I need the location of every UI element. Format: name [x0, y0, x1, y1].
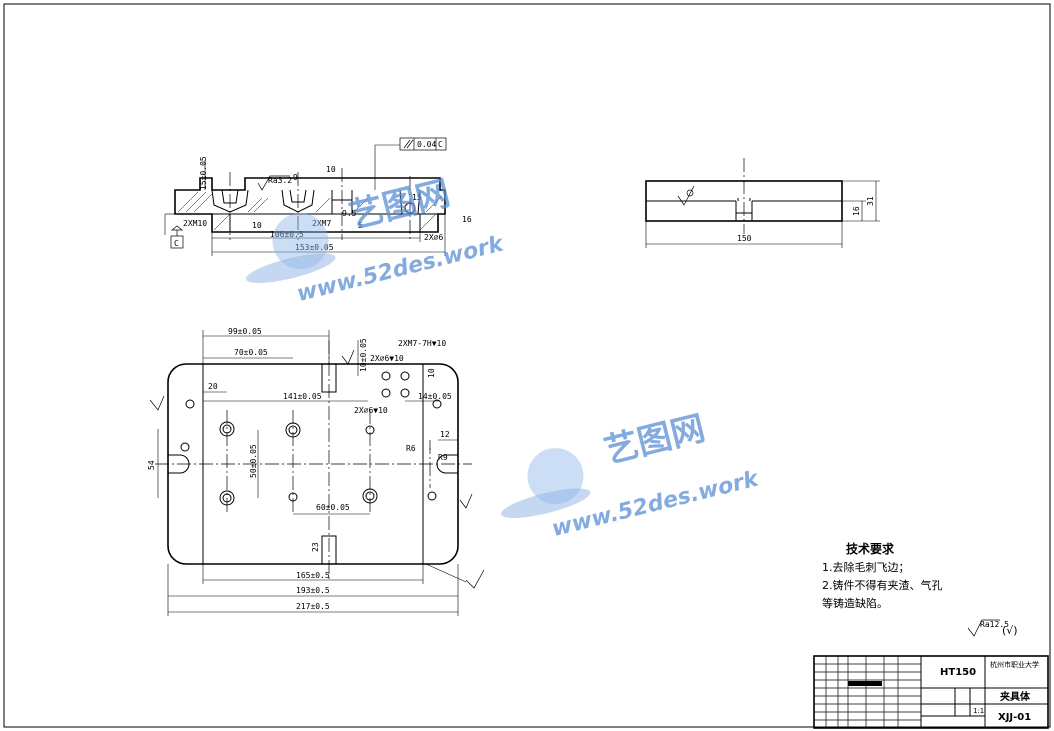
dim-side-16: 16 [852, 206, 861, 216]
dim-top-165: 165±0.5 [296, 571, 330, 580]
callout-2xo6: 2X∅6▼10 [354, 406, 388, 415]
front-view: 0.04 C C 2XM10 2XM7 2X∅6 Ra3.2 10 9 10 5… [164, 137, 472, 256]
watermark-top: 艺图网 www.52des.work [246, 173, 507, 307]
tb-scale: 1:1 [973, 707, 984, 715]
dim-top-50: 50±0.05 [249, 444, 258, 478]
top-view: 99±0.05 70±0.05 20 141±0.05 14±0.05 10±0… [147, 327, 485, 616]
dim-side-150: 150 [737, 234, 752, 243]
rough-front: Ra3.2 [268, 176, 292, 185]
dim-top-14: 14±0.05 [418, 392, 452, 401]
watermark-center: 艺图网 www.52des.work [501, 408, 762, 542]
dim-front-15-05: 15±0.05 [199, 156, 208, 190]
dim-top-23: 23 [311, 542, 320, 552]
dim-front-10b: 10 [252, 221, 262, 230]
dim-top-r6: R6 [406, 444, 416, 453]
dim-front-9-5: 9.5 [342, 209, 357, 218]
callout-2xo6: 2X∅6 [424, 233, 443, 242]
tb-part-name: 夹具体 [1000, 690, 1031, 703]
title-block: HT150 杭州市职业大学 夹具体 XJJ-01 1:1 [813, 655, 1049, 729]
dim-front-16: 16 [462, 215, 472, 224]
tech-req-item-1: 1.去除毛刺飞边； [822, 560, 910, 574]
dim-front-10: 10 [326, 165, 336, 174]
dim-front-15: 15 [412, 193, 422, 202]
dim-top-193: 193±0.5 [296, 586, 330, 595]
dim-front-106: 106±0.5 [270, 230, 304, 239]
roughness-value: Ra12.5 [980, 620, 1009, 629]
dim-top-r9: R9 [438, 453, 448, 462]
dim-top-99: 99±0.05 [228, 327, 262, 336]
dim-top-10: 10 [427, 368, 436, 378]
dim-top-10-05: 10±0.05 [359, 338, 368, 372]
side-view: 150 16 31 [645, 158, 880, 248]
dim-top-70: 70±0.05 [234, 348, 268, 357]
dim-top-54: 54 [147, 460, 156, 470]
tb-material: HT150 [940, 667, 976, 678]
technical-requirements: 技术要求 1.去除毛刺飞边； 2.铸件不得有夹渣、气孔 等铸造缺陷。 [822, 541, 943, 610]
tech-req-item-3: 等铸造缺陷。 [822, 596, 888, 610]
dim-top-217: 217±0.5 [296, 602, 330, 611]
watermark-cn-center: 艺图网 [600, 408, 709, 471]
dim-front-5: 5 [358, 221, 363, 230]
tb-drawing-no: XJJ-01 [998, 712, 1031, 723]
callout-2xm10: 2XM10 [183, 219, 207, 228]
dim-top-12: 12 [440, 430, 450, 439]
dim-top-20: 20 [208, 382, 218, 391]
callout-2xm7-deep: 2XM7-7H▼10 [398, 339, 446, 348]
dim-side-31: 31 [866, 196, 875, 206]
tech-req-title: 技术要求 [846, 541, 895, 556]
dim-front-153: 153±0.05 [295, 243, 334, 252]
dim-top-141: 141±0.05 [283, 392, 322, 401]
tech-req-item-2: 2.铸件不得有夹渣、气孔 [822, 578, 943, 592]
dim-front-9: 9 [293, 173, 298, 182]
roughness-suffix: (√) [1002, 624, 1018, 637]
callout-2xm7: 2XM7 [312, 219, 331, 228]
tb-school: 杭州市职业大学 [990, 660, 1039, 669]
drawing-border [3, 3, 1051, 728]
dim-top-60: 60±0.05 [316, 503, 350, 512]
tol-parallel-value: 0.04 [417, 140, 436, 149]
datum-c-label: C [174, 239, 179, 248]
tol-datum-ref: C [438, 140, 443, 149]
roughness-note: Ra12.5 (√) [967, 619, 1018, 637]
callout-2xo6-10: 2X∅6▼10 [370, 354, 404, 363]
